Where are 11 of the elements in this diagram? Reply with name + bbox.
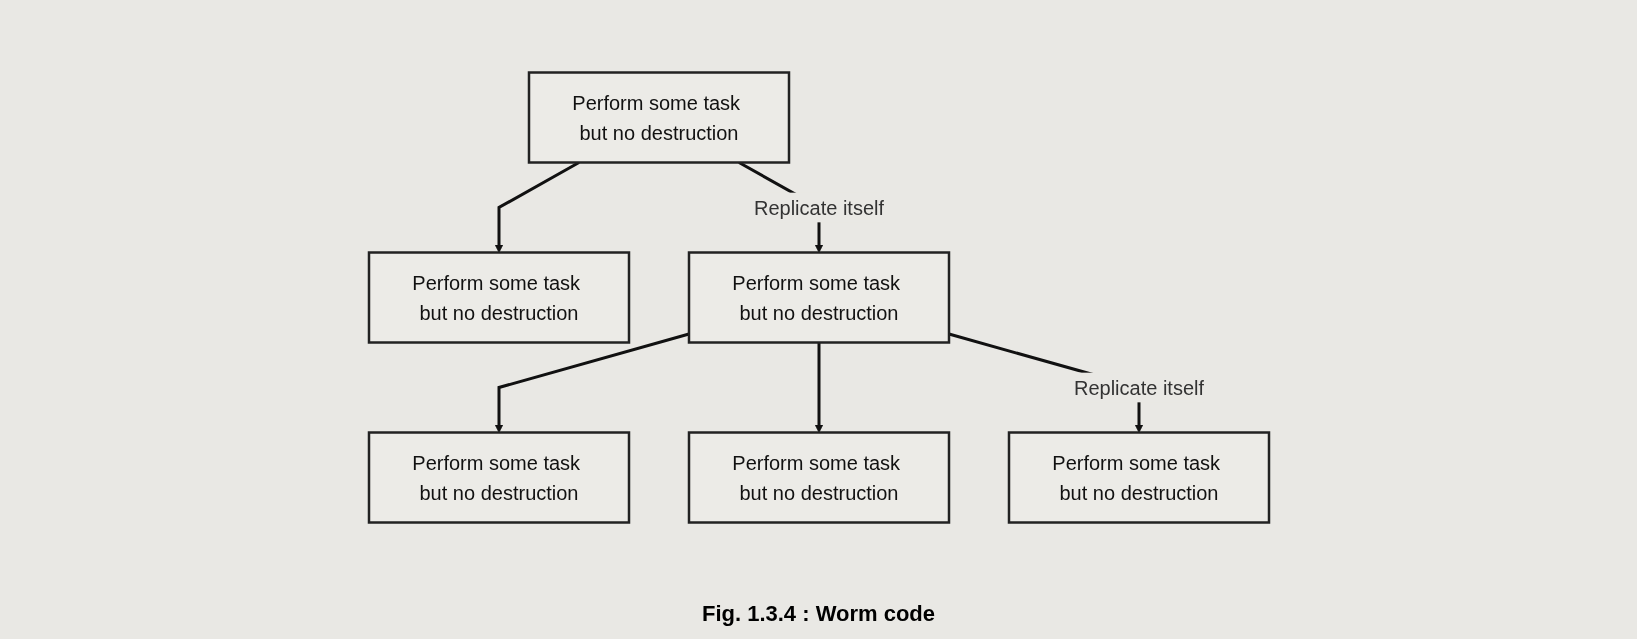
node-box: Perform some task but no destruction bbox=[687, 251, 950, 344]
edge-label: Replicate itself bbox=[1073, 376, 1204, 399]
node-box: Perform some task but no destruction bbox=[527, 71, 790, 164]
node-box: Perform some task but no destruction bbox=[367, 431, 630, 524]
edge-label: Replicate itself bbox=[753, 196, 884, 219]
figure-caption: Fig. 1.3.4 : Worm code bbox=[701, 600, 936, 628]
arrow bbox=[814, 342, 823, 433]
arrow bbox=[494, 332, 689, 433]
node-box: Perform some task but no destruction bbox=[1007, 431, 1270, 524]
node-box: Perform some task but no destruction bbox=[687, 431, 950, 524]
node-box: Perform some task but no destruction bbox=[367, 251, 630, 344]
